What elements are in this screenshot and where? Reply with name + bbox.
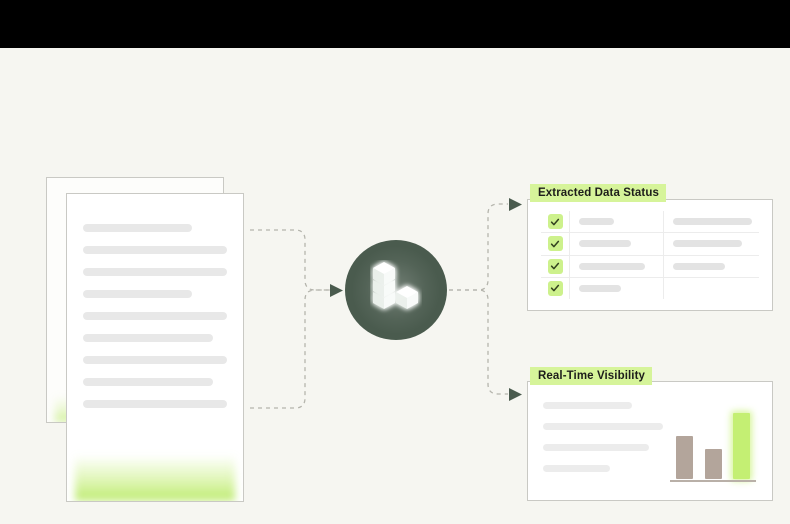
status-secondary-cell	[664, 256, 759, 277]
status-card-label: Extracted Data Status	[530, 184, 666, 202]
placeholder-bar	[579, 262, 645, 270]
viz-line	[543, 423, 663, 430]
table-row[interactable]	[541, 211, 759, 234]
doc-line	[83, 356, 227, 364]
chart-axis-line	[670, 480, 756, 482]
visibility-text-lines	[543, 402, 663, 486]
check-icon	[547, 214, 563, 230]
viz-line	[543, 402, 632, 409]
doc-line	[83, 334, 213, 342]
top-black-bar	[0, 0, 790, 48]
check-icon	[547, 258, 563, 274]
core-logo-circle	[345, 240, 447, 340]
viz-line	[543, 465, 611, 472]
chart-bar-highlighted	[733, 413, 750, 479]
diagram-stage: Extracted Data Status	[0, 48, 790, 524]
doc-line	[83, 224, 193, 232]
status-check-cell	[541, 233, 570, 255]
doc-line	[83, 312, 227, 320]
visibility-card-label: Real-Time Visibility	[530, 367, 653, 385]
placeholder-bar	[673, 218, 753, 226]
status-value-cell	[570, 277, 664, 299]
arrow-to-status-icon	[509, 198, 522, 211]
status-check-cell	[541, 211, 570, 233]
document-front	[66, 193, 244, 502]
table-row[interactable]	[541, 233, 759, 256]
status-table	[541, 211, 759, 299]
connector-core-to-visibility	[449, 289, 508, 395]
doc-line	[83, 290, 193, 298]
status-value-cell	[570, 233, 664, 255]
table-row[interactable]	[541, 277, 759, 299]
table-row[interactable]	[541, 255, 759, 278]
document-text-lines	[83, 224, 227, 422]
extracted-data-status-card	[527, 199, 773, 311]
doc-line	[83, 246, 227, 254]
connector-doc-top	[250, 229, 330, 291]
status-check-cell	[541, 277, 570, 299]
chart-bar	[704, 449, 722, 479]
status-value-cell	[570, 255, 664, 277]
connector-core-to-status	[449, 203, 508, 291]
connector-doc-bottom	[250, 289, 330, 409]
placeholder-bar	[579, 284, 621, 292]
status-secondary-cell	[664, 278, 759, 299]
status-check-cell	[541, 255, 570, 277]
chart-bars	[670, 404, 756, 479]
chart-bar	[676, 435, 693, 479]
placeholder-bar	[673, 262, 725, 270]
visibility-bar-chart	[670, 404, 756, 482]
status-value-cell	[570, 211, 664, 233]
status-secondary-cell	[664, 211, 759, 232]
isometric-cubes-logo-icon	[373, 262, 418, 309]
viz-line	[543, 444, 649, 451]
placeholder-bar	[673, 240, 742, 248]
real-time-visibility-card	[527, 381, 773, 501]
status-secondary-cell	[664, 233, 759, 254]
document-front-highlight	[75, 455, 235, 501]
check-icon	[547, 280, 563, 296]
placeholder-bar	[579, 240, 632, 248]
arrow-into-core-icon	[330, 284, 343, 297]
doc-line	[83, 268, 227, 276]
doc-line	[83, 400, 227, 408]
check-icon	[547, 236, 563, 252]
placeholder-bar	[579, 218, 615, 226]
arrow-to-visibility-icon	[509, 388, 522, 401]
doc-line	[83, 378, 213, 386]
